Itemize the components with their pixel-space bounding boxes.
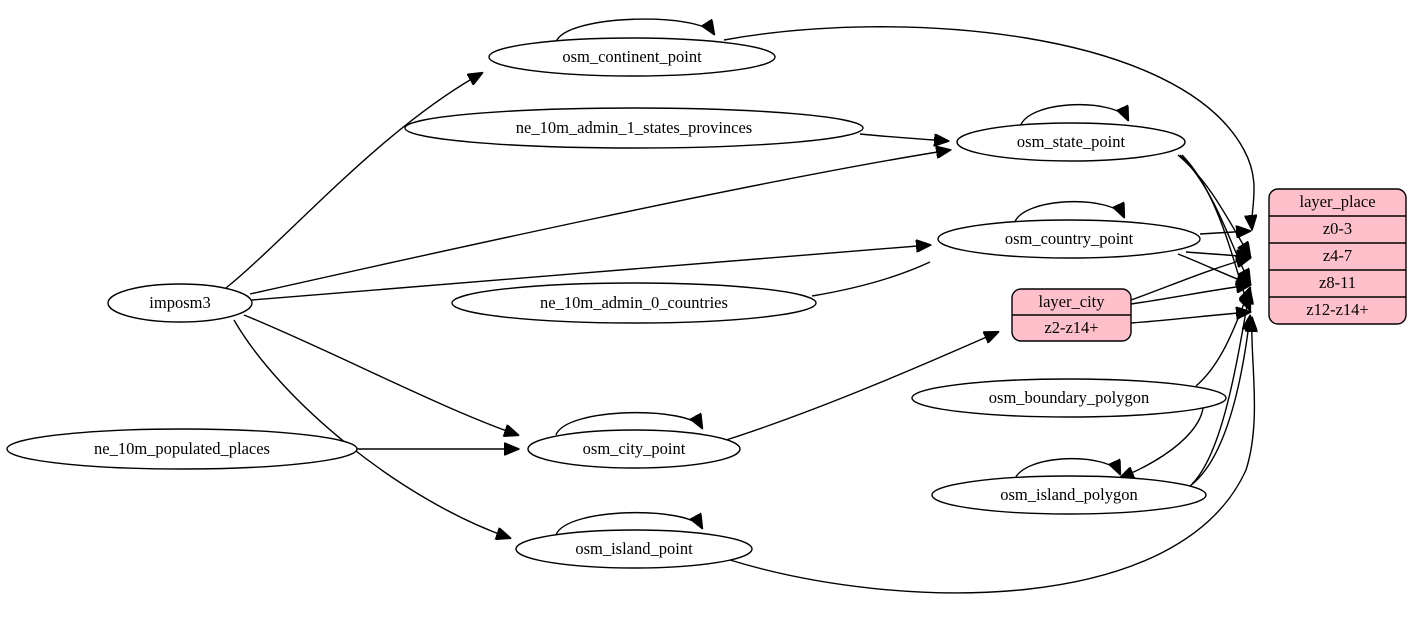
selfloop-osm_country_point xyxy=(1013,200,1124,225)
edge-imposm3-to-osm_country_point xyxy=(251,245,930,301)
node-osm_state_point[interactable]: osm_state_point xyxy=(956,122,1186,162)
layer_place-box[interactable] xyxy=(1268,188,1407,325)
selfloop-osm_island_point xyxy=(555,512,702,536)
selfloop-osm_continent_point xyxy=(555,18,714,43)
osm_island_point-label: osm_island_point xyxy=(575,539,693,558)
ne_10m_admin_1_states_provinces-ellipse[interactable] xyxy=(404,107,864,149)
edge-imposm3-to-osm_city_point xyxy=(243,314,518,435)
imposm3-ellipse[interactable] xyxy=(107,283,253,323)
edge-imposm3-to-osm_continent_point xyxy=(225,73,482,289)
layer_city-title: layer_city xyxy=(1039,292,1106,311)
ne_10m_populated_places-label: ne_10m_populated_places xyxy=(94,439,270,458)
osm_state_point-label: osm_state_point xyxy=(1017,132,1126,151)
selfloop-osm_city_point xyxy=(555,412,702,436)
nodes-layer: imposm3 ne_10m_populated_places ne_10m_a… xyxy=(6,37,1227,569)
edge-osm_state_point-to-layer_place-z8-11 xyxy=(1179,154,1250,283)
layer_place-title: layer_place xyxy=(1299,192,1375,211)
node-osm_boundary_polygon[interactable]: osm_boundary_polygon xyxy=(911,378,1227,418)
osm_island_point-ellipse[interactable] xyxy=(515,529,753,569)
edge-osm_island_polygon-to-layer_place-z8-11 xyxy=(1191,290,1250,485)
osm_boundary_polygon-ellipse[interactable] xyxy=(911,378,1227,418)
edge-imposm3-to-osm_state_point xyxy=(249,150,950,295)
node-osm_city_point[interactable]: osm_city_point xyxy=(527,429,741,469)
edge-osm_city_point-to-layer_city-z2-z14+ xyxy=(725,332,998,441)
node-layer_place[interactable]: layer_place z0-3 z4-7 z8-11 z12-z14+ xyxy=(1268,188,1407,325)
edge-osm_island_point-to-layer_place-z12-z14+ xyxy=(729,318,1254,594)
osm_continent_point-label: osm_continent_point xyxy=(562,47,702,66)
osm_island_polygon-label: osm_island_polygon xyxy=(1000,485,1138,504)
edge-osm_continent_point-to-layer_place-z0-3 xyxy=(723,26,1254,229)
osm_country_point-label: osm_country_point xyxy=(1005,229,1134,248)
osm_country_point-ellipse[interactable] xyxy=(937,219,1201,259)
record-nodes-layer: layer_city z2-z14+ layer_place z0-3 z4-7… xyxy=(1011,188,1407,342)
layer_place-row-z0-3[interactable]: z0-3 xyxy=(1323,219,1352,238)
edge-ne_admin0-to-osm_country_point xyxy=(811,261,931,297)
osm_island_polygon-ellipse[interactable] xyxy=(931,475,1207,515)
layer_city-row-z2-z14[interactable]: z2-z14+ xyxy=(1044,318,1098,337)
node-osm_island_point[interactable]: osm_island_point xyxy=(515,529,753,569)
node-osm_country_point[interactable]: osm_country_point xyxy=(937,219,1201,259)
node-imposm3[interactable]: imposm3 xyxy=(107,283,253,323)
node-ne_10m_admin_1_states_provinces[interactable]: ne_10m_admin_1_states_provinces xyxy=(404,107,864,149)
osm_continent_point-ellipse[interactable] xyxy=(488,37,776,77)
layer_place-row-z4-7[interactable]: z4-7 xyxy=(1323,246,1352,265)
ne_10m_admin_1_states_provinces-label: ne_10m_admin_1_states_provinces xyxy=(516,118,752,137)
ne_10m_admin_0_countries-ellipse[interactable] xyxy=(451,282,817,324)
edge-layer_city-z2z14-to-layer_place-z12-z14+ xyxy=(1130,312,1250,324)
selfloop-osm_island_polygon xyxy=(1013,458,1120,482)
layer_place-row-z8-11[interactable]: z8-11 xyxy=(1319,273,1356,292)
ne_10m_populated_places-ellipse[interactable] xyxy=(6,428,358,470)
edge-ne_admin1-to-osm_state_point xyxy=(859,133,948,141)
edge-osm_country_point-to-layer_place-z0-3 xyxy=(1199,231,1250,234)
osm_boundary_polygon-label: osm_boundary_polygon xyxy=(989,388,1149,407)
layer_place-row-z12-z14[interactable]: z12-z14+ xyxy=(1306,300,1368,319)
edges-layer xyxy=(225,18,1254,594)
node-osm_continent_point[interactable]: osm_continent_point xyxy=(488,37,776,77)
node-layer_city[interactable]: layer_city z2-z14+ xyxy=(1011,288,1132,342)
node-ne_10m_populated_places[interactable]: ne_10m_populated_places xyxy=(6,428,358,470)
selfloop-osm_state_point xyxy=(1019,104,1128,128)
node-osm_island_polygon[interactable]: osm_island_polygon xyxy=(931,475,1207,515)
edge-layer_city-to-layer_place-z8-11 xyxy=(1130,285,1250,305)
edge-osm_island_polygon-to-layer_place-z12-z14+ xyxy=(1189,316,1250,487)
node-ne_10m_admin_0_countries[interactable]: ne_10m_admin_0_countries xyxy=(451,282,817,324)
edge-imposm3-to-osm_island_point xyxy=(233,319,510,538)
imposm3-label: imposm3 xyxy=(149,293,210,312)
osm_city_point-label: osm_city_point xyxy=(583,439,686,458)
edge-layer_city-to-layer_place-z4-7 xyxy=(1130,258,1250,301)
osm_state_point-ellipse[interactable] xyxy=(956,122,1186,162)
edge-osm_country_point-to-layer_place-z4-7 xyxy=(1185,252,1250,257)
ne_10m_admin_0_countries-label: ne_10m_admin_0_countries xyxy=(540,293,728,312)
osm_city_point-ellipse[interactable] xyxy=(527,429,741,469)
